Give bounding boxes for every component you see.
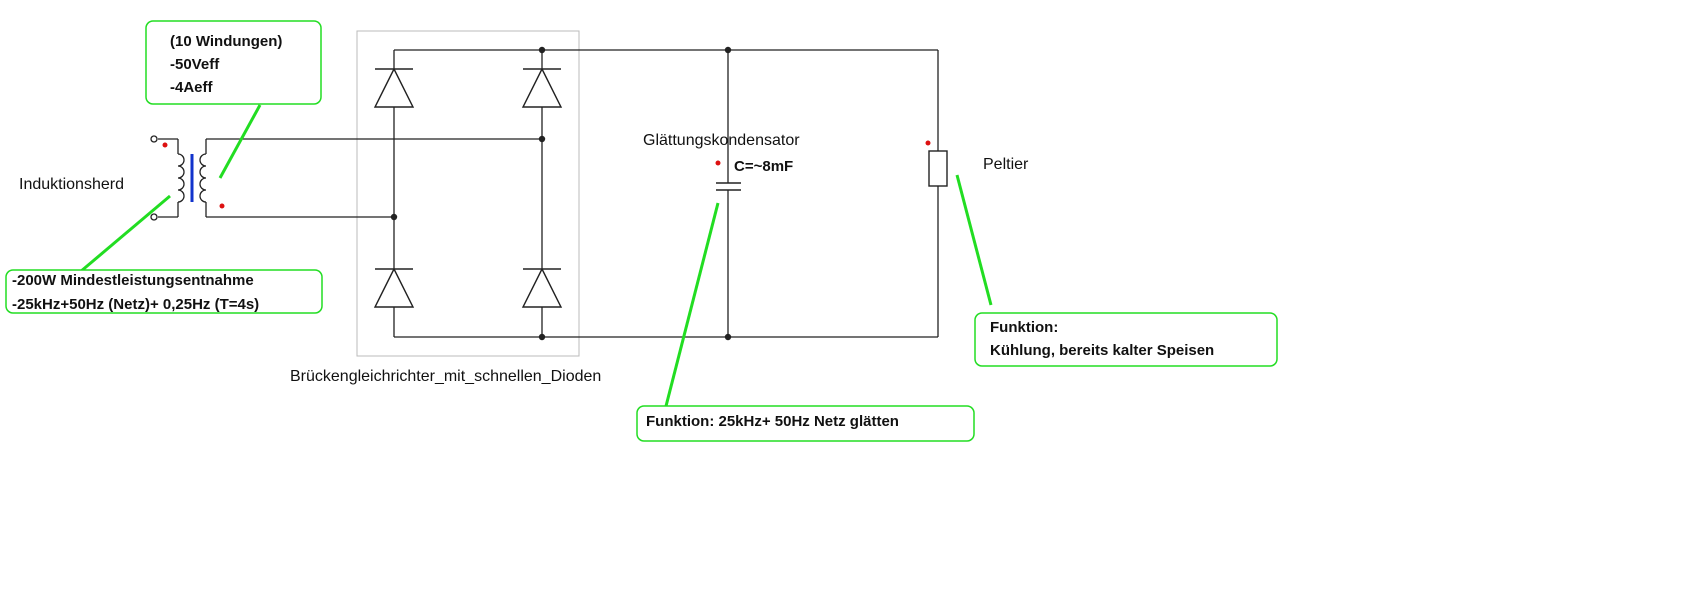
rectifier-frame — [356, 30, 580, 357]
callout-load-box — [974, 312, 1278, 367]
callout-secondary-voltage: -50Veff — [170, 56, 220, 73]
transformer-symbol — [150, 135, 207, 221]
polarity-dots — [162, 140, 931, 209]
secondary-coil — [199, 153, 207, 203]
junction-dot — [390, 213, 398, 221]
polarity-dot — [715, 160, 721, 166]
junction-dot — [538, 46, 546, 54]
leader-secondary — [218, 104, 262, 179]
capacitor-value-label: C=~8mF — [734, 158, 793, 175]
leader-load — [955, 174, 993, 306]
source-label: Induktionsherd — [19, 176, 124, 193]
callout-primary-power: -200W Mindestleistungsentnahme — [12, 272, 254, 289]
capacitor-name-label: Glättungskondensator — [643, 132, 800, 149]
load-name-label: Peltier — [983, 156, 1029, 173]
callout-boxes — [5, 20, 1278, 442]
diode-bottom-right — [521, 267, 563, 308]
callout-load-function-text: Kühlung, bereits kalter Speisen — [990, 342, 1214, 359]
peltier-resistor-symbol — [928, 150, 948, 187]
diode-bottom-left — [373, 267, 415, 308]
rectifier-name-label: Brückengleichrichter_mit_schnellen_Diode… — [290, 368, 601, 385]
terminal-bottom-icon — [150, 213, 158, 221]
leader-primary — [79, 194, 171, 274]
callout-primary-box — [5, 269, 323, 314]
diode-top-right — [521, 67, 563, 108]
callout-secondary-box — [145, 20, 322, 105]
callout-secondary-current: -4Aeff — [170, 79, 214, 96]
junctions — [390, 46, 732, 341]
diodes — [373, 67, 563, 308]
callout-secondary-turns: (10 Windungen) — [170, 33, 282, 50]
callout-capacitor-function: Funktion: 25kHz+ 50Hz Netz glätten — [646, 413, 899, 430]
junction-dot — [538, 135, 546, 143]
junction-dot — [538, 333, 546, 341]
leader-capacitor — [663, 202, 720, 411]
callout-load-function-title: Funktion: — [990, 319, 1058, 336]
terminal-top-icon — [150, 135, 158, 143]
polarity-dot — [162, 142, 168, 148]
junction-dot — [724, 46, 732, 54]
polarity-dot — [925, 140, 931, 146]
polarity-dot — [219, 203, 225, 209]
smoothing-capacitor-symbol — [716, 182, 741, 191]
callout-capacitor-box — [636, 405, 975, 442]
diode-top-left — [373, 67, 415, 108]
junction-dot — [724, 333, 732, 341]
primary-coil — [177, 153, 185, 203]
callout-leaders — [79, 104, 993, 411]
callout-primary-frequency: -25kHz+50Hz (Netz)+ 0,25Hz (T=4s) — [12, 296, 259, 313]
